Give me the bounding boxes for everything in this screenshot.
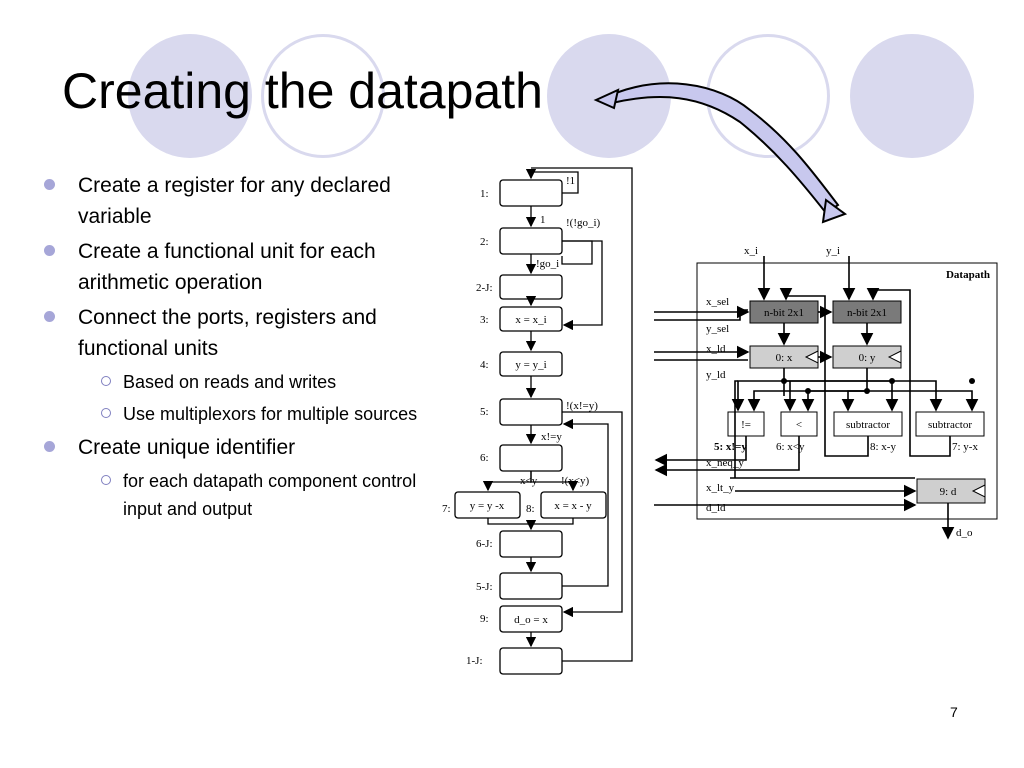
bullet-dot-icon bbox=[44, 311, 55, 322]
unit-id-label: 5: x!=y bbox=[714, 441, 747, 453]
state-label: 6: bbox=[480, 452, 489, 464]
sub-bullet-item: Based on reads and writes bbox=[44, 368, 454, 396]
transition-condition: 1 bbox=[540, 214, 546, 226]
comparator-label: != bbox=[741, 419, 751, 431]
decorative-circle bbox=[128, 34, 252, 158]
sub-bullet-item: Use multiplexors for multiple sources bbox=[44, 400, 454, 428]
comparator-label: < bbox=[796, 419, 802, 431]
unit-id-label: 8: x-y bbox=[870, 441, 896, 453]
slide-title: Creating the datapath bbox=[62, 63, 543, 119]
control-signal-label: y_ld bbox=[706, 369, 726, 381]
subtractor-label: subtractor bbox=[846, 419, 890, 431]
bullet-dot-icon bbox=[44, 179, 55, 190]
state-label: 7: bbox=[442, 503, 451, 515]
unit-id-label: 6: x<y bbox=[776, 441, 805, 453]
register-label: 0: y bbox=[859, 352, 876, 364]
state-label: 2: bbox=[480, 236, 489, 248]
bullet-text: Create unique identifier bbox=[78, 436, 296, 459]
ring-bullet-icon bbox=[101, 475, 111, 485]
bullet-text: Connect the ports, registers and functio… bbox=[78, 306, 377, 360]
state-label: 4: bbox=[480, 359, 489, 371]
state-action: d_o = x bbox=[514, 614, 548, 626]
subtractor-label: subtractor bbox=[928, 419, 972, 431]
bullet-text: for each datapath component control inpu… bbox=[123, 471, 417, 519]
mux-label: n-bit 2x1 bbox=[764, 307, 804, 319]
sub-bullet-item: for each datapath component control inpu… bbox=[44, 467, 454, 523]
control-signal-label: y_sel bbox=[706, 323, 729, 335]
state-label: 1: bbox=[480, 188, 489, 200]
bullet-item: Create unique identifier bbox=[44, 432, 454, 463]
output-port-label: d_o bbox=[956, 527, 973, 539]
state-label: 3: bbox=[480, 314, 489, 326]
state-label: 8: bbox=[526, 503, 535, 515]
transition-condition: !(x<y) bbox=[561, 475, 590, 487]
ring-bullet-icon bbox=[101, 408, 111, 418]
state-action: x = x_i bbox=[515, 314, 546, 326]
decorative-ring bbox=[261, 34, 385, 158]
mux-label: n-bit 2x1 bbox=[847, 307, 887, 319]
bullet-item: Create a register for any declared varia… bbox=[44, 170, 454, 232]
bullet-text: Create a register for any declared varia… bbox=[78, 174, 391, 228]
decorative-circle bbox=[850, 34, 974, 158]
state-action: x = x - y bbox=[554, 500, 592, 512]
unit-id-label: 7: y-x bbox=[952, 441, 978, 453]
input-port-label: y_i bbox=[826, 245, 840, 257]
state-label: 5-J: bbox=[476, 581, 493, 593]
state-label: 2-J: bbox=[476, 282, 493, 294]
state-label: 5: bbox=[480, 406, 489, 418]
control-signal-label: d_ld bbox=[706, 502, 726, 514]
register-label: 0: x bbox=[776, 352, 793, 364]
transition-condition: !1 bbox=[566, 175, 575, 187]
transition-condition: x!=y bbox=[541, 431, 562, 443]
ring-bullet-icon bbox=[101, 376, 111, 386]
input-port-label: x_i bbox=[744, 245, 758, 257]
transition-condition: !go_i bbox=[536, 258, 559, 270]
bullet-text: Use multiplexors for multiple sources bbox=[123, 404, 418, 424]
register-label: 9: d bbox=[940, 486, 957, 498]
control-signal-label: x_sel bbox=[706, 296, 729, 308]
transition-condition: !(!go_i) bbox=[566, 217, 601, 229]
bullet-text: Create a functional unit for each arithm… bbox=[78, 240, 376, 294]
bullet-item: Create a functional unit for each arithm… bbox=[44, 236, 454, 298]
bullet-dot-icon bbox=[44, 245, 55, 256]
status-signal-label: x_lt_y bbox=[706, 482, 735, 494]
transition-condition: x<y bbox=[520, 475, 538, 487]
control-signal-label: x_ld bbox=[706, 343, 726, 355]
status-signal-label: x_neq_y bbox=[706, 457, 744, 469]
datapath-title: Datapath bbox=[946, 269, 990, 281]
state-label: 6-J: bbox=[476, 538, 493, 550]
transition-condition: !(x!=y) bbox=[566, 400, 598, 412]
bullet-dot-icon bbox=[44, 441, 55, 452]
state-action: y = y -x bbox=[470, 500, 505, 512]
bullet-item: Connect the ports, registers and functio… bbox=[44, 302, 454, 364]
state-label: 9: bbox=[480, 613, 489, 625]
page-number: 7 bbox=[950, 704, 958, 720]
bullet-text: Based on reads and writes bbox=[123, 372, 337, 392]
state-action: y = y_i bbox=[515, 359, 546, 371]
bullet-list: Create a register for any declared varia… bbox=[44, 170, 454, 527]
state-label: 1-J: bbox=[466, 655, 483, 667]
